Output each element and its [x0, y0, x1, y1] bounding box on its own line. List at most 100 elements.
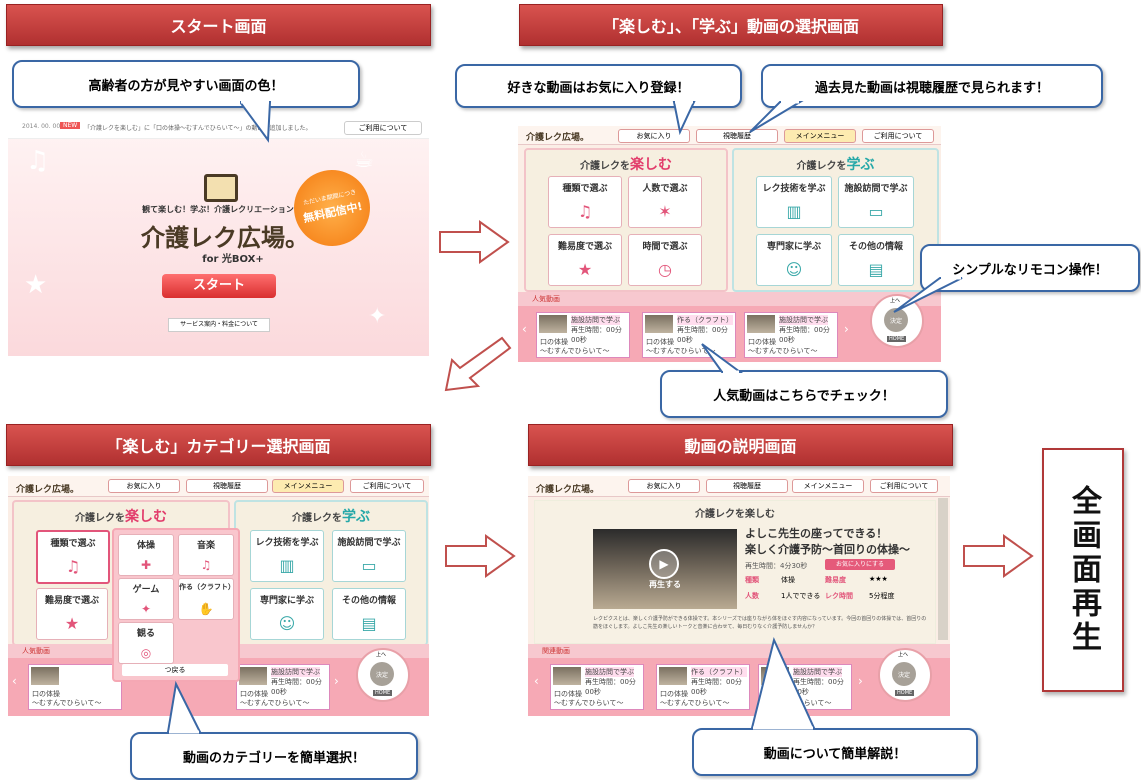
- tile-rec-skill[interactable]: レク技術を学ぶ▥: [250, 530, 324, 582]
- music-icon: ♫: [38, 557, 108, 576]
- duration: 再生時間：4分30秒: [745, 561, 807, 571]
- callout-tails-top: [660, 96, 810, 136]
- music-icon: ♫: [549, 202, 621, 221]
- arrow-down-left-icon: [440, 330, 512, 394]
- tile-facility[interactable]: 施設訪問で学ぶ▭: [838, 176, 914, 228]
- facility-icon: ▭: [333, 556, 405, 575]
- next-arrow[interactable]: ›: [844, 322, 849, 336]
- info-label-type: 種類: [745, 575, 759, 585]
- category-game[interactable]: ゲーム✦: [118, 578, 174, 620]
- tile-difficulty[interactable]: 難易度で選ぶ★: [548, 234, 622, 286]
- category-popup: 体操✚ 音楽♫ ゲーム✦ 作る（クラフト）✋ 観る◎ つ戻る: [112, 528, 240, 682]
- favorite-button[interactable]: お気に入りにする: [825, 559, 895, 570]
- news-badge: NEW: [60, 122, 80, 129]
- tab-history[interactable]: 視聴履歴: [186, 479, 268, 493]
- callout-tail: [240, 100, 300, 146]
- document-icon: ▤: [333, 614, 405, 633]
- tile-expert[interactable]: 専門家に学ぶ☺: [250, 588, 324, 640]
- for-box-logo: for 光BOX+: [188, 250, 278, 265]
- video-card[interactable]: 施設訪問で学ぶ再生時間：00分00秒口の体操～むすんでひらいて～: [744, 312, 838, 358]
- info-label-difficulty: 難易度: [825, 575, 846, 585]
- arrow-right-icon: [438, 220, 510, 264]
- video-card[interactable]: 口の体操～むすんでひらいて～: [28, 664, 122, 710]
- book-icon: ▥: [757, 202, 831, 221]
- tab-usage[interactable]: ご利用について: [862, 129, 934, 143]
- bulb-icon: ✦: [368, 304, 386, 329]
- header-detail-screen: 動画の説明画面: [528, 424, 953, 466]
- prev-arrow[interactable]: ‹: [522, 322, 527, 336]
- tab-main-menu[interactable]: メインメニュー: [272, 479, 344, 493]
- next-arrow[interactable]: ›: [858, 674, 863, 688]
- video-player[interactable]: ▶ 再生する: [593, 529, 737, 609]
- callout-colors: 高齢者の方が見やすい画面の色！: [12, 60, 360, 108]
- category-gymnastics[interactable]: 体操✚: [118, 534, 174, 576]
- hands-icon: ✋: [179, 602, 233, 616]
- start-button[interactable]: スタート: [162, 274, 276, 298]
- play-label: 再生する: [593, 579, 737, 590]
- tile-other[interactable]: その他の情報▤: [332, 588, 406, 640]
- fullscreen-label: 全画面再生: [1061, 485, 1105, 655]
- remote-control[interactable]: 上へ 決定 HOME: [878, 648, 932, 702]
- tile-facility[interactable]: 施設訪問で学ぶ▭: [332, 530, 406, 582]
- star-icon: ★: [549, 260, 621, 279]
- tile-rec-skill[interactable]: レク技術を学ぶ▥: [756, 176, 832, 228]
- service-link[interactable]: サービス案内・料金について: [168, 318, 270, 332]
- expert-icon: ☺: [251, 614, 323, 633]
- popup-back-button[interactable]: つ戻る: [122, 664, 228, 676]
- callout-explain: 動画について簡単解説！: [692, 728, 978, 776]
- app-logo-small: 介護レク広場。: [526, 130, 589, 143]
- detail-panel: 介護レクを楽しむ ▶ 再生する よしこ先生の座ってできる！ 楽しく介護予防～首回…: [534, 500, 936, 644]
- category-craft[interactable]: 作る（クラフト）✋: [178, 578, 234, 620]
- callout-tail-remote: [890, 276, 980, 316]
- tagline: 観て楽しむ！学ぶ！介護レクリエーション: [128, 204, 308, 215]
- tile-type[interactable]: 種類で選ぶ♫: [548, 176, 622, 228]
- scrollbar[interactable]: [938, 498, 948, 640]
- tab-history[interactable]: 視聴履歴: [706, 479, 788, 493]
- play-icon[interactable]: ▶: [649, 549, 679, 579]
- tab-favorite[interactable]: お気に入り: [628, 479, 700, 493]
- video-card[interactable]: 作る（クラフト）再生時間：00分00秒口の体操～むすんでひらいて～: [656, 664, 750, 710]
- tile-expert[interactable]: 専門家に学ぶ☺: [756, 234, 832, 286]
- prev-arrow[interactable]: ‹: [534, 674, 539, 688]
- watch-icon: ◎: [119, 646, 173, 660]
- app-logo-small: 介護レク広場。: [536, 482, 599, 495]
- star-icon: ★: [37, 614, 107, 633]
- tab-usage[interactable]: ご利用について: [870, 479, 938, 493]
- video-card[interactable]: 施設訪問で学ぶ再生時間：00分00秒口の体操～むすんでひらいて～: [236, 664, 330, 710]
- tab-usage[interactable]: ご利用について: [350, 479, 424, 493]
- tile-time[interactable]: 時間で選ぶ◷: [628, 234, 702, 286]
- video-card[interactable]: 施設訪問で学ぶ再生時間：00分00秒口の体操～むすんでひらいて～: [550, 664, 644, 710]
- detail-section-title: 介護レクを楽しむ: [535, 505, 935, 520]
- app-logo-small: 介護レク広場。: [16, 482, 79, 495]
- star-icon: ★: [24, 270, 47, 300]
- info-label-people: 人数: [745, 591, 759, 601]
- arrow-right-icon: [444, 534, 516, 578]
- remote-control[interactable]: 上へ 決定 HOME: [356, 648, 410, 702]
- category-music[interactable]: 音楽♫: [178, 534, 234, 576]
- tab-main-menu[interactable]: メインメニュー: [792, 479, 864, 493]
- info-value-type: 体操: [781, 575, 795, 585]
- tile-type[interactable]: 種類で選ぶ♫: [36, 530, 110, 584]
- callout-category: 動画のカテゴリーを簡単選択！: [130, 732, 418, 780]
- prev-arrow[interactable]: ‹: [12, 674, 17, 688]
- timer-icon: ◷: [629, 260, 701, 279]
- video-card[interactable]: 施設訪問で学ぶ再生時間：00分00秒口の体操～むすんでひらいて～: [536, 312, 630, 358]
- bulb-icon: ✦: [119, 602, 173, 616]
- tab-favorite[interactable]: お気に入り: [108, 479, 180, 493]
- start-screen: 2014. 00. 00 NEW 「介護レクを楽しむ」に「口の体操～むすんでひら…: [8, 118, 429, 356]
- tile-people[interactable]: 人数で選ぶ✶: [628, 176, 702, 228]
- usage-button[interactable]: ご利用について: [344, 121, 422, 135]
- callout-tail-category: [160, 680, 240, 736]
- book-icon: ▥: [251, 556, 323, 575]
- music-icon: ♫: [26, 146, 49, 176]
- next-arrow[interactable]: ›: [334, 674, 339, 688]
- cup-icon: ☕: [354, 148, 374, 173]
- select-screen: 介護レク広場。 お気に入り 視聴履歴 メインメニュー ご利用について 介護レクを…: [518, 126, 941, 362]
- detail-screen: 介護レク広場。 お気に入り 視聴履歴 メインメニュー ご利用について 介護レクを…: [528, 476, 950, 716]
- category-watch[interactable]: 観る◎: [118, 622, 174, 664]
- people-icon: ✶: [629, 202, 701, 221]
- tile-difficulty[interactable]: 難易度で選ぶ★: [36, 588, 108, 640]
- info-value-people: 1人でできる: [781, 591, 820, 601]
- facility-icon: ▭: [839, 202, 913, 221]
- expert-icon: ☺: [757, 260, 831, 279]
